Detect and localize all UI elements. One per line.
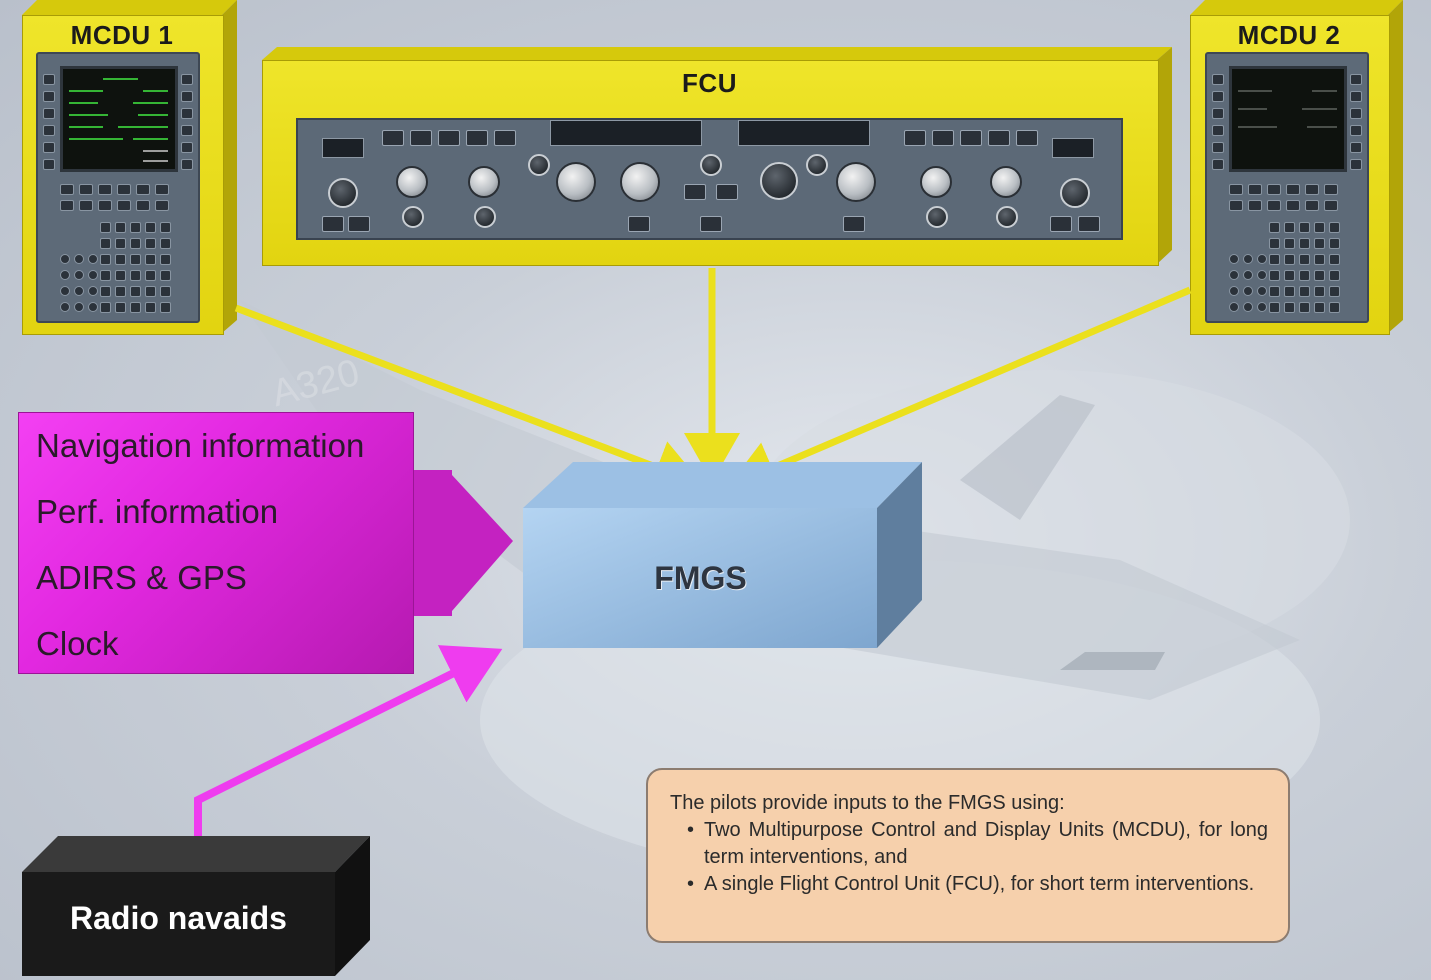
- note-intro: The pilots provide inputs to the FMGS us…: [670, 792, 1065, 814]
- fcu-nd-mode-knob-right: [920, 166, 952, 198]
- fcu-speed-heading-window: [550, 120, 702, 146]
- mcdu-1-screen: [60, 66, 178, 172]
- mcdu-1-device: [36, 52, 200, 323]
- fcu-baro-window-left: [322, 138, 364, 158]
- fcu-nd-mode-knob-left: [396, 166, 428, 198]
- fcu-cstr-button-left: [382, 130, 404, 146]
- mcdu-1-side-keys-right: [181, 74, 193, 170]
- fcu-baro-knob-right: [1060, 178, 1090, 208]
- note-bullet-list: Two Multipurpose Control and Display Uni…: [670, 817, 1268, 898]
- mcdu-1-side-keys-left: [43, 74, 55, 170]
- fcu-hdg-trk-button: [700, 154, 722, 176]
- mcdu-2-side-keys-right: [1350, 74, 1362, 170]
- fcu-altitude-vs-window: [738, 120, 870, 146]
- note-bullet-fcu: A single Flight Control Unit (FCU), for …: [687, 871, 1268, 898]
- fcu-vordme-button-left: [438, 130, 460, 146]
- fcu-adf-vor-switch-right-2: [996, 206, 1018, 228]
- mcdu-2-alpha-keys: [1269, 222, 1340, 313]
- fcu-panel: [296, 118, 1123, 240]
- mcdu-2-side-keys-left: [1212, 74, 1224, 170]
- mcdu-2-function-keys: [1229, 184, 1338, 211]
- fcu-adf-vor-switch-left-1: [402, 206, 424, 228]
- fcu-nd-range-knob-right: [990, 166, 1022, 198]
- fcu-adf-vor-switch-left-2: [474, 206, 496, 228]
- fcu-ls-button-left: [348, 216, 370, 232]
- fcu-altitude-knob: [760, 162, 798, 200]
- fcu-athr-button: [700, 216, 722, 232]
- fcu-ndb-button-left: [466, 130, 488, 146]
- explanation-note: The pilots provide inputs to the FMGS us…: [646, 768, 1290, 943]
- fcu-fd-button-right: [1078, 216, 1100, 232]
- fcu-appr-button: [843, 216, 865, 232]
- fcu-vs-knob: [836, 162, 876, 202]
- mcdu-1-numeric-keys: [60, 254, 98, 312]
- mcdu-1-alpha-keys: [100, 222, 171, 313]
- fmgs-input-sources-box: Navigation information Perf. information…: [18, 412, 414, 674]
- fcu-nd-range-knob-left: [468, 166, 500, 198]
- fcu-cstr-button-right: [904, 130, 926, 146]
- fcu-box-shading: [262, 47, 1172, 264]
- fmgs-label: FMGS: [654, 560, 747, 596]
- mcdu-1-box-shading: [22, 0, 237, 333]
- mcdu-2-box: MCDU 2: [1188, 0, 1408, 335]
- input-navigation-information: Navigation information: [36, 427, 365, 464]
- fcu-baro-knob-left: [328, 178, 358, 208]
- fcu-arpt-button-left: [494, 130, 516, 146]
- mcdu-1-title: MCDU 1: [70, 20, 174, 50]
- mcdu-2-screen-lines: [1238, 90, 1337, 128]
- mcdu-1-screen-lines: [69, 78, 168, 162]
- fcu-heading-knob: [620, 162, 660, 202]
- arrow-inputs-to-fmgs: [412, 470, 513, 616]
- fcu-ls-button-right: [1050, 216, 1072, 232]
- fcu-baro-window-right: [1052, 138, 1094, 158]
- fcu-adf-vor-switch-right-1: [926, 206, 948, 228]
- arrow-mcdu1-to-fmgs: [234, 304, 704, 494]
- mcdu-2-title: MCDU 2: [1237, 20, 1341, 50]
- arrow-mcdu2-to-fmgs: [727, 286, 1192, 495]
- fcu-speed-knob: [556, 162, 596, 202]
- mcdu-1-function-keys: [60, 184, 169, 211]
- mcdu-2-screen: [1229, 66, 1347, 172]
- arrow-radio-to-fmgs: [194, 645, 503, 845]
- mcdu-2-numeric-keys: [1229, 254, 1267, 312]
- mcdu-2-box-shading: [1190, 0, 1403, 333]
- fcu-spd-mach-button: [528, 154, 550, 176]
- input-clock: Clock: [36, 625, 119, 662]
- mcdu-2-device: [1205, 52, 1369, 323]
- fcu-ap2-button: [716, 184, 738, 200]
- fcu-fd-button-left: [322, 216, 344, 232]
- input-adirs-gps: ADIRS & GPS: [36, 559, 247, 596]
- fcu-arpt-button-right: [1016, 130, 1038, 146]
- fcu-title: FCU: [682, 68, 737, 98]
- fcu-wpt-button-left: [410, 130, 432, 146]
- mcdu-1-box: MCDU 1: [0, 0, 240, 335]
- note-bullet-mcdu: Two Multipurpose Control and Display Uni…: [687, 817, 1268, 871]
- fcu-ndb-button-right: [988, 130, 1010, 146]
- input-perf-information: Perf. information: [36, 493, 279, 530]
- fcu-ap1-button: [684, 184, 706, 200]
- fcu-wpt-button-right: [932, 130, 954, 146]
- fcu-metric-alt-button: [806, 154, 828, 176]
- fcu-loc-button: [628, 216, 650, 232]
- fcu-vordme-button-right: [960, 130, 982, 146]
- radio-navaids-label: Radio navaids: [70, 900, 287, 936]
